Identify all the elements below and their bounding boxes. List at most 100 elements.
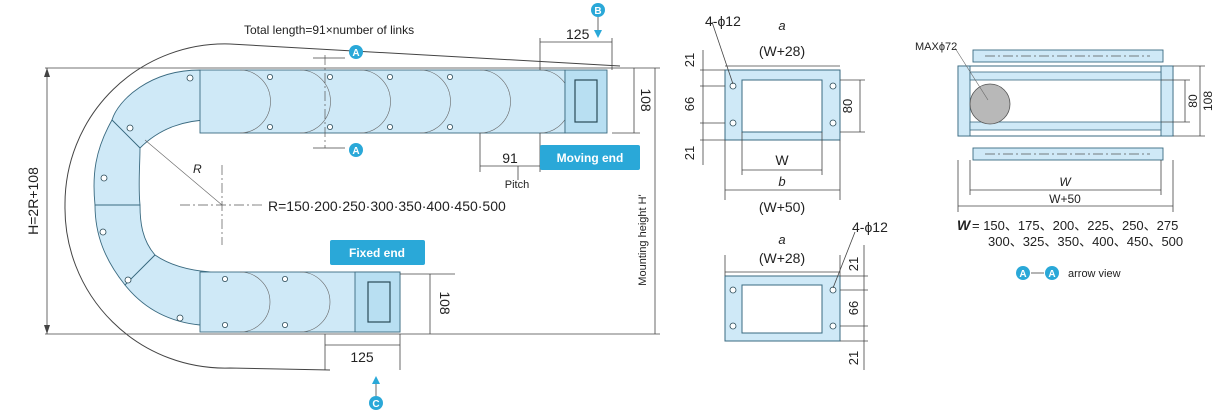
pin-hole xyxy=(99,228,107,236)
link-divider xyxy=(239,69,271,134)
max-diameter-label: MAXϕ72 xyxy=(915,41,957,53)
link-divider xyxy=(299,69,331,134)
dim-66: 66 xyxy=(846,301,861,315)
arrow-view-legend: A A arrow view xyxy=(1016,266,1121,280)
pin-hole xyxy=(221,275,228,282)
radius-symbol: R xyxy=(193,162,202,176)
moving-end-badge: Moving end xyxy=(540,145,640,170)
bottom-end-length: 125 xyxy=(350,349,374,365)
pin-hole xyxy=(266,124,273,131)
w-list-prefix: W xyxy=(957,217,972,233)
fixed-end-badge: Fixed end xyxy=(330,240,425,265)
top-run-links xyxy=(199,69,608,134)
overall-height-formula: H=2R+108 xyxy=(25,167,41,235)
mount-hole xyxy=(829,119,837,127)
holes-label: 4-ϕ12 xyxy=(705,13,741,29)
dim-arrowhead xyxy=(44,325,50,334)
dim-21-top: 21 xyxy=(846,257,861,271)
marker-b: B xyxy=(591,3,605,17)
link-divider xyxy=(359,69,391,134)
w-list-line1: = 150、175、200、225、250、275 xyxy=(972,218,1178,233)
section-marker-circle xyxy=(349,143,363,157)
pin-hole xyxy=(386,74,393,81)
marker-c-letter: C xyxy=(372,399,379,410)
top-end-length: 125 xyxy=(566,26,590,42)
top-rail xyxy=(972,49,1164,63)
mount-hole xyxy=(729,322,737,330)
legend-marker-from-letter: A xyxy=(1019,269,1026,280)
bottom-rail xyxy=(972,147,1164,161)
total-length-label: Total length=91×number of links xyxy=(244,23,414,37)
link-divider xyxy=(299,271,331,333)
section-opening xyxy=(741,79,823,133)
a-label: a xyxy=(778,18,785,33)
section-opening xyxy=(741,284,823,334)
link-divider xyxy=(419,69,451,134)
moving-end-badge-bg xyxy=(540,145,640,170)
w-list-line2: 300、325、350、400、450、500 xyxy=(988,234,1183,249)
pin-hole xyxy=(124,276,132,284)
radius-values: R=150·200·250·300·350·400·450·500 xyxy=(268,198,506,214)
a-formula: (W+28) xyxy=(759,250,805,266)
dim-21-top: 21 xyxy=(682,53,697,67)
holes-leader xyxy=(711,21,734,85)
pin-hole xyxy=(326,74,333,81)
side-view: MAXϕ72 108 80 W W+50 W = 150、175、200、225… xyxy=(915,41,1215,280)
outer-sweep-line xyxy=(64,43,621,371)
fixed-end-badge-bg xyxy=(330,240,425,265)
pin-hole xyxy=(446,124,453,131)
dim-66: 66 xyxy=(682,97,697,111)
a-formula: (W+28) xyxy=(759,43,805,59)
dim-80-label: 80 xyxy=(1186,94,1200,108)
holes-label: 4-ϕ12 xyxy=(852,219,888,235)
top-end-height: 108 xyxy=(638,88,654,112)
mount-hole xyxy=(729,119,737,127)
pin-hole xyxy=(221,321,228,328)
dim-108-label: 108 xyxy=(1201,91,1215,111)
pin-hole xyxy=(176,314,184,322)
dim-arrowhead xyxy=(44,68,50,77)
radius-leader xyxy=(144,139,223,206)
marker-c-circle xyxy=(369,396,383,410)
section-marker-top: A xyxy=(349,45,363,59)
marker-c: C xyxy=(369,396,383,410)
fixed-end-clamp xyxy=(367,281,391,323)
pin-hole xyxy=(326,124,333,131)
a-label: a xyxy=(778,232,785,247)
pin-hole xyxy=(126,124,134,132)
b-label: b xyxy=(778,174,785,189)
marker-c-arrowhead xyxy=(372,376,380,384)
pitch-value: 91 xyxy=(502,150,518,166)
w-label: W xyxy=(1059,175,1072,189)
w-label: W xyxy=(775,152,789,168)
bottom-end-height: 108 xyxy=(437,291,453,315)
section-top: 4-ϕ12 a (W+28) 21 66 21 80 W b (W+50) xyxy=(682,13,865,215)
w50-label: W+50 xyxy=(1049,192,1081,206)
pin-hole xyxy=(100,174,108,182)
mount-hole xyxy=(729,286,737,294)
section-marker-letter: A xyxy=(352,48,359,59)
pin-hole xyxy=(446,74,453,81)
arrow-view-label: arrow view xyxy=(1068,268,1121,280)
bend-links xyxy=(93,69,211,326)
dim-21-bottom: 21 xyxy=(846,351,861,365)
link-divider xyxy=(479,69,511,134)
pin-hole xyxy=(281,321,288,328)
section-marker-letter: A xyxy=(352,146,359,157)
mounting-height-label: Mounting height H' xyxy=(637,194,649,285)
legend-marker-to xyxy=(1045,266,1059,280)
marker-b-circle xyxy=(591,3,605,17)
left-plate xyxy=(957,65,971,137)
pitch-label: Pitch xyxy=(505,179,529,191)
pin-hole xyxy=(266,74,273,81)
dim-80: 80 xyxy=(840,99,855,113)
right-plate xyxy=(1160,65,1174,137)
section-bottom: a (W+28) 4-ϕ12 21 66 21 xyxy=(724,219,888,370)
pin-hole xyxy=(186,74,194,82)
pin-hole xyxy=(386,124,393,131)
mount-hole xyxy=(829,322,837,330)
bottom-run-links xyxy=(199,271,401,333)
chain-elevation: Total length=91×number of links A A B C … xyxy=(25,3,660,410)
fixed-end-label: Fixed end xyxy=(349,246,405,260)
